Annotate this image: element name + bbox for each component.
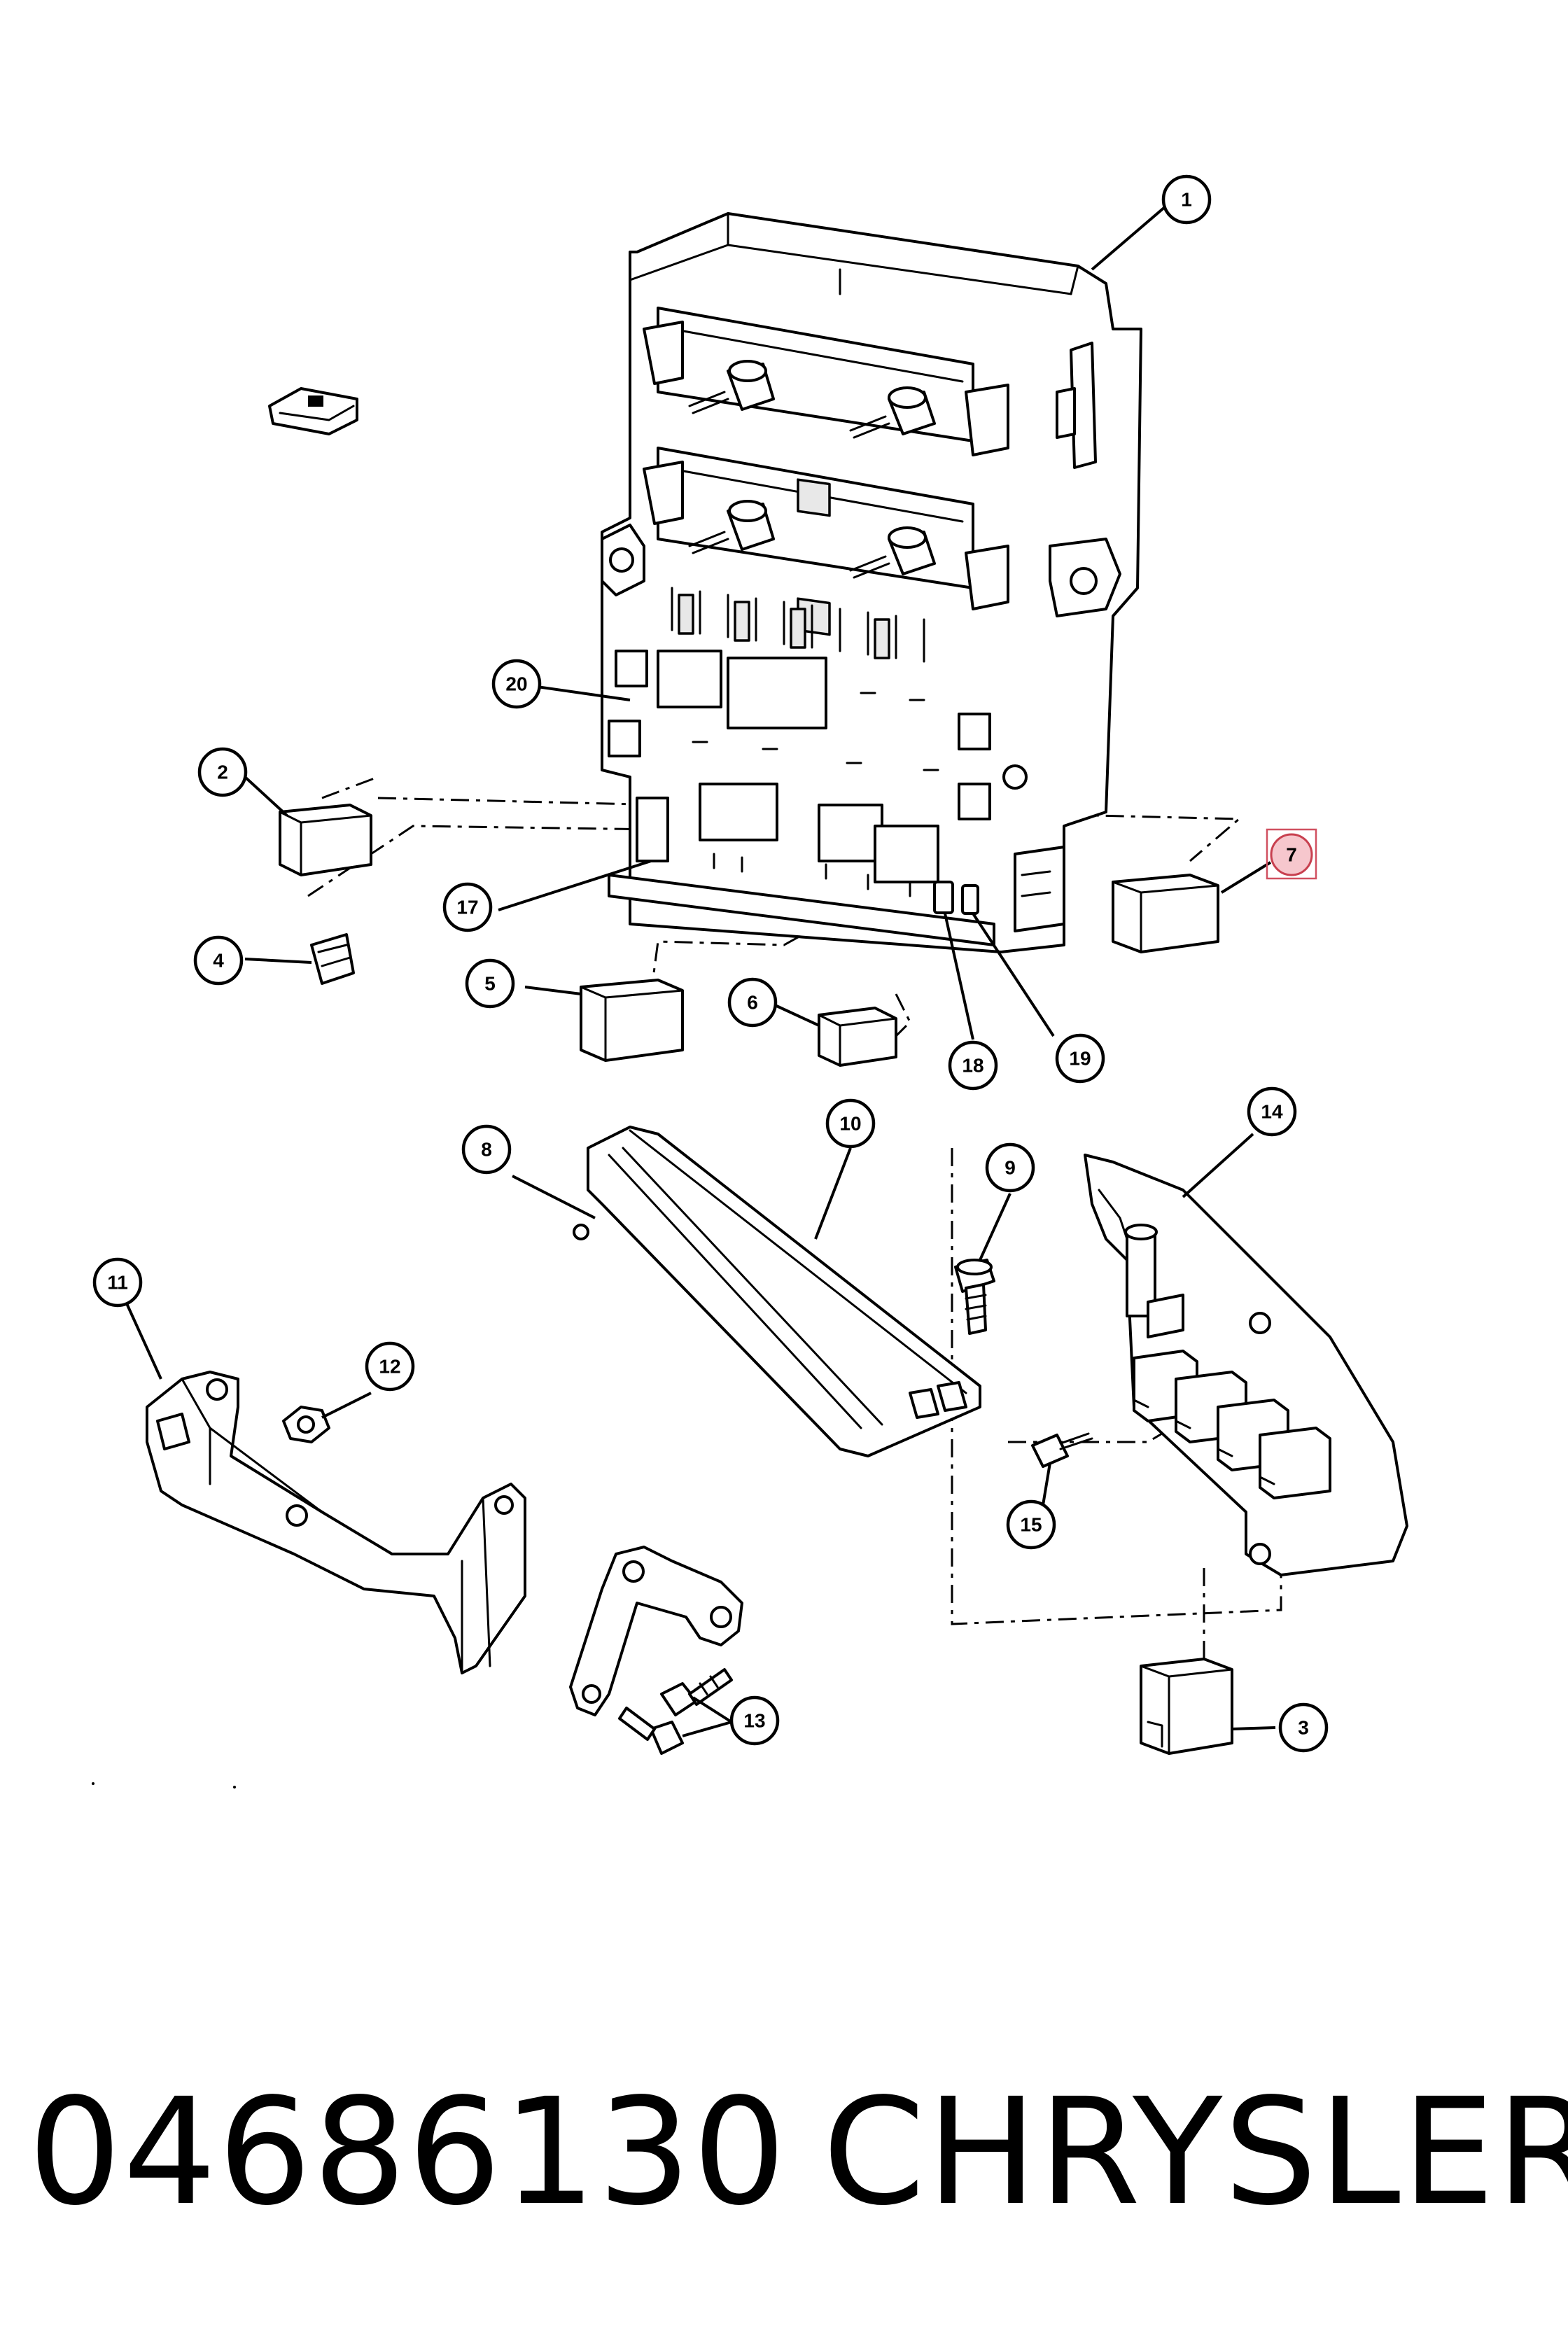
callout-17: 17 <box>442 882 493 932</box>
bracket-11 <box>146 1371 526 1674</box>
blade-fuse-4 <box>310 933 355 985</box>
junction-block-housing <box>601 212 1142 953</box>
callout-3: 3 <box>1278 1702 1329 1753</box>
fuse-row <box>671 587 925 663</box>
bolt-stud <box>849 526 936 579</box>
relay-5 <box>580 979 684 1062</box>
svg-text:3: 3 <box>1298 1717 1309 1739</box>
bolt-13b <box>618 1707 684 1755</box>
svg-text:15: 15 <box>1020 1514 1042 1536</box>
mini-fuse <box>268 387 358 435</box>
callout-13: 13 <box>729 1695 780 1746</box>
svg-text:18: 18 <box>962 1055 983 1077</box>
svg-text:13: 13 <box>743 1710 765 1732</box>
bracket-14 <box>1084 1154 1408 1576</box>
svg-text:11: 11 <box>107 1272 128 1294</box>
cover-10 <box>573 1126 981 1457</box>
relay-2 <box>279 804 372 876</box>
nut-12 <box>282 1406 330 1443</box>
bracket-13 <box>569 1546 743 1716</box>
svg-text:5: 5 <box>484 973 496 995</box>
callout-12: 12 <box>365 1341 415 1392</box>
svg-text:17: 17 <box>456 897 478 918</box>
part-number: 04686130 <box>28 2066 788 2238</box>
callout-7: 7 <box>1266 828 1317 880</box>
relay-3 <box>1140 1658 1233 1755</box>
bolt-stud <box>688 500 775 554</box>
callout-15: 15 <box>1006 1499 1056 1550</box>
screw-15 <box>1031 1432 1093 1468</box>
callout-14: 14 <box>1247 1086 1297 1137</box>
callout-20: 20 <box>491 659 542 709</box>
callout-1: 1 <box>1161 174 1212 225</box>
callout-19: 19 <box>1055 1033 1105 1084</box>
speck <box>92 1782 94 1785</box>
callout-9: 9 <box>985 1142 1035 1193</box>
svg-text:10: 10 <box>839 1113 861 1135</box>
callout-11: 11 <box>92 1257 143 1308</box>
callout-18: 18 <box>948 1040 998 1091</box>
brand-name: CHRYSLER <box>822 2066 1568 2238</box>
svg-text:2: 2 <box>217 762 228 783</box>
relay-6 <box>818 1007 897 1067</box>
callout-6: 6 <box>727 977 778 1028</box>
bolt-13a <box>660 1668 733 1716</box>
svg-text:7: 7 <box>1286 844 1297 866</box>
svg-text:19: 19 <box>1069 1048 1091 1070</box>
svg-text:8: 8 <box>481 1139 492 1161</box>
bolt-stud <box>688 360 775 414</box>
svg-text:6: 6 <box>747 992 758 1014</box>
svg-text:20: 20 <box>505 673 527 695</box>
fuse-19 <box>961 884 979 915</box>
bolt-9 <box>954 1259 995 1335</box>
svg-text:9: 9 <box>1004 1157 1016 1179</box>
callout-8: 8 <box>461 1124 512 1175</box>
fuse-18 <box>933 881 954 914</box>
callout-4: 4 <box>193 935 244 986</box>
callout-10: 10 <box>825 1098 876 1149</box>
callout-5: 5 <box>465 958 515 1009</box>
speck <box>233 1786 236 1788</box>
svg-text:4: 4 <box>213 950 224 972</box>
callout-2: 2 <box>197 747 248 797</box>
bolt-stud <box>849 386 936 439</box>
leader-lines <box>125 205 1276 1737</box>
svg-text:1: 1 <box>1181 189 1192 211</box>
svg-text:14: 14 <box>1261 1101 1283 1123</box>
svg-text:12: 12 <box>379 1356 400 1378</box>
relay-7 <box>1112 874 1219 953</box>
